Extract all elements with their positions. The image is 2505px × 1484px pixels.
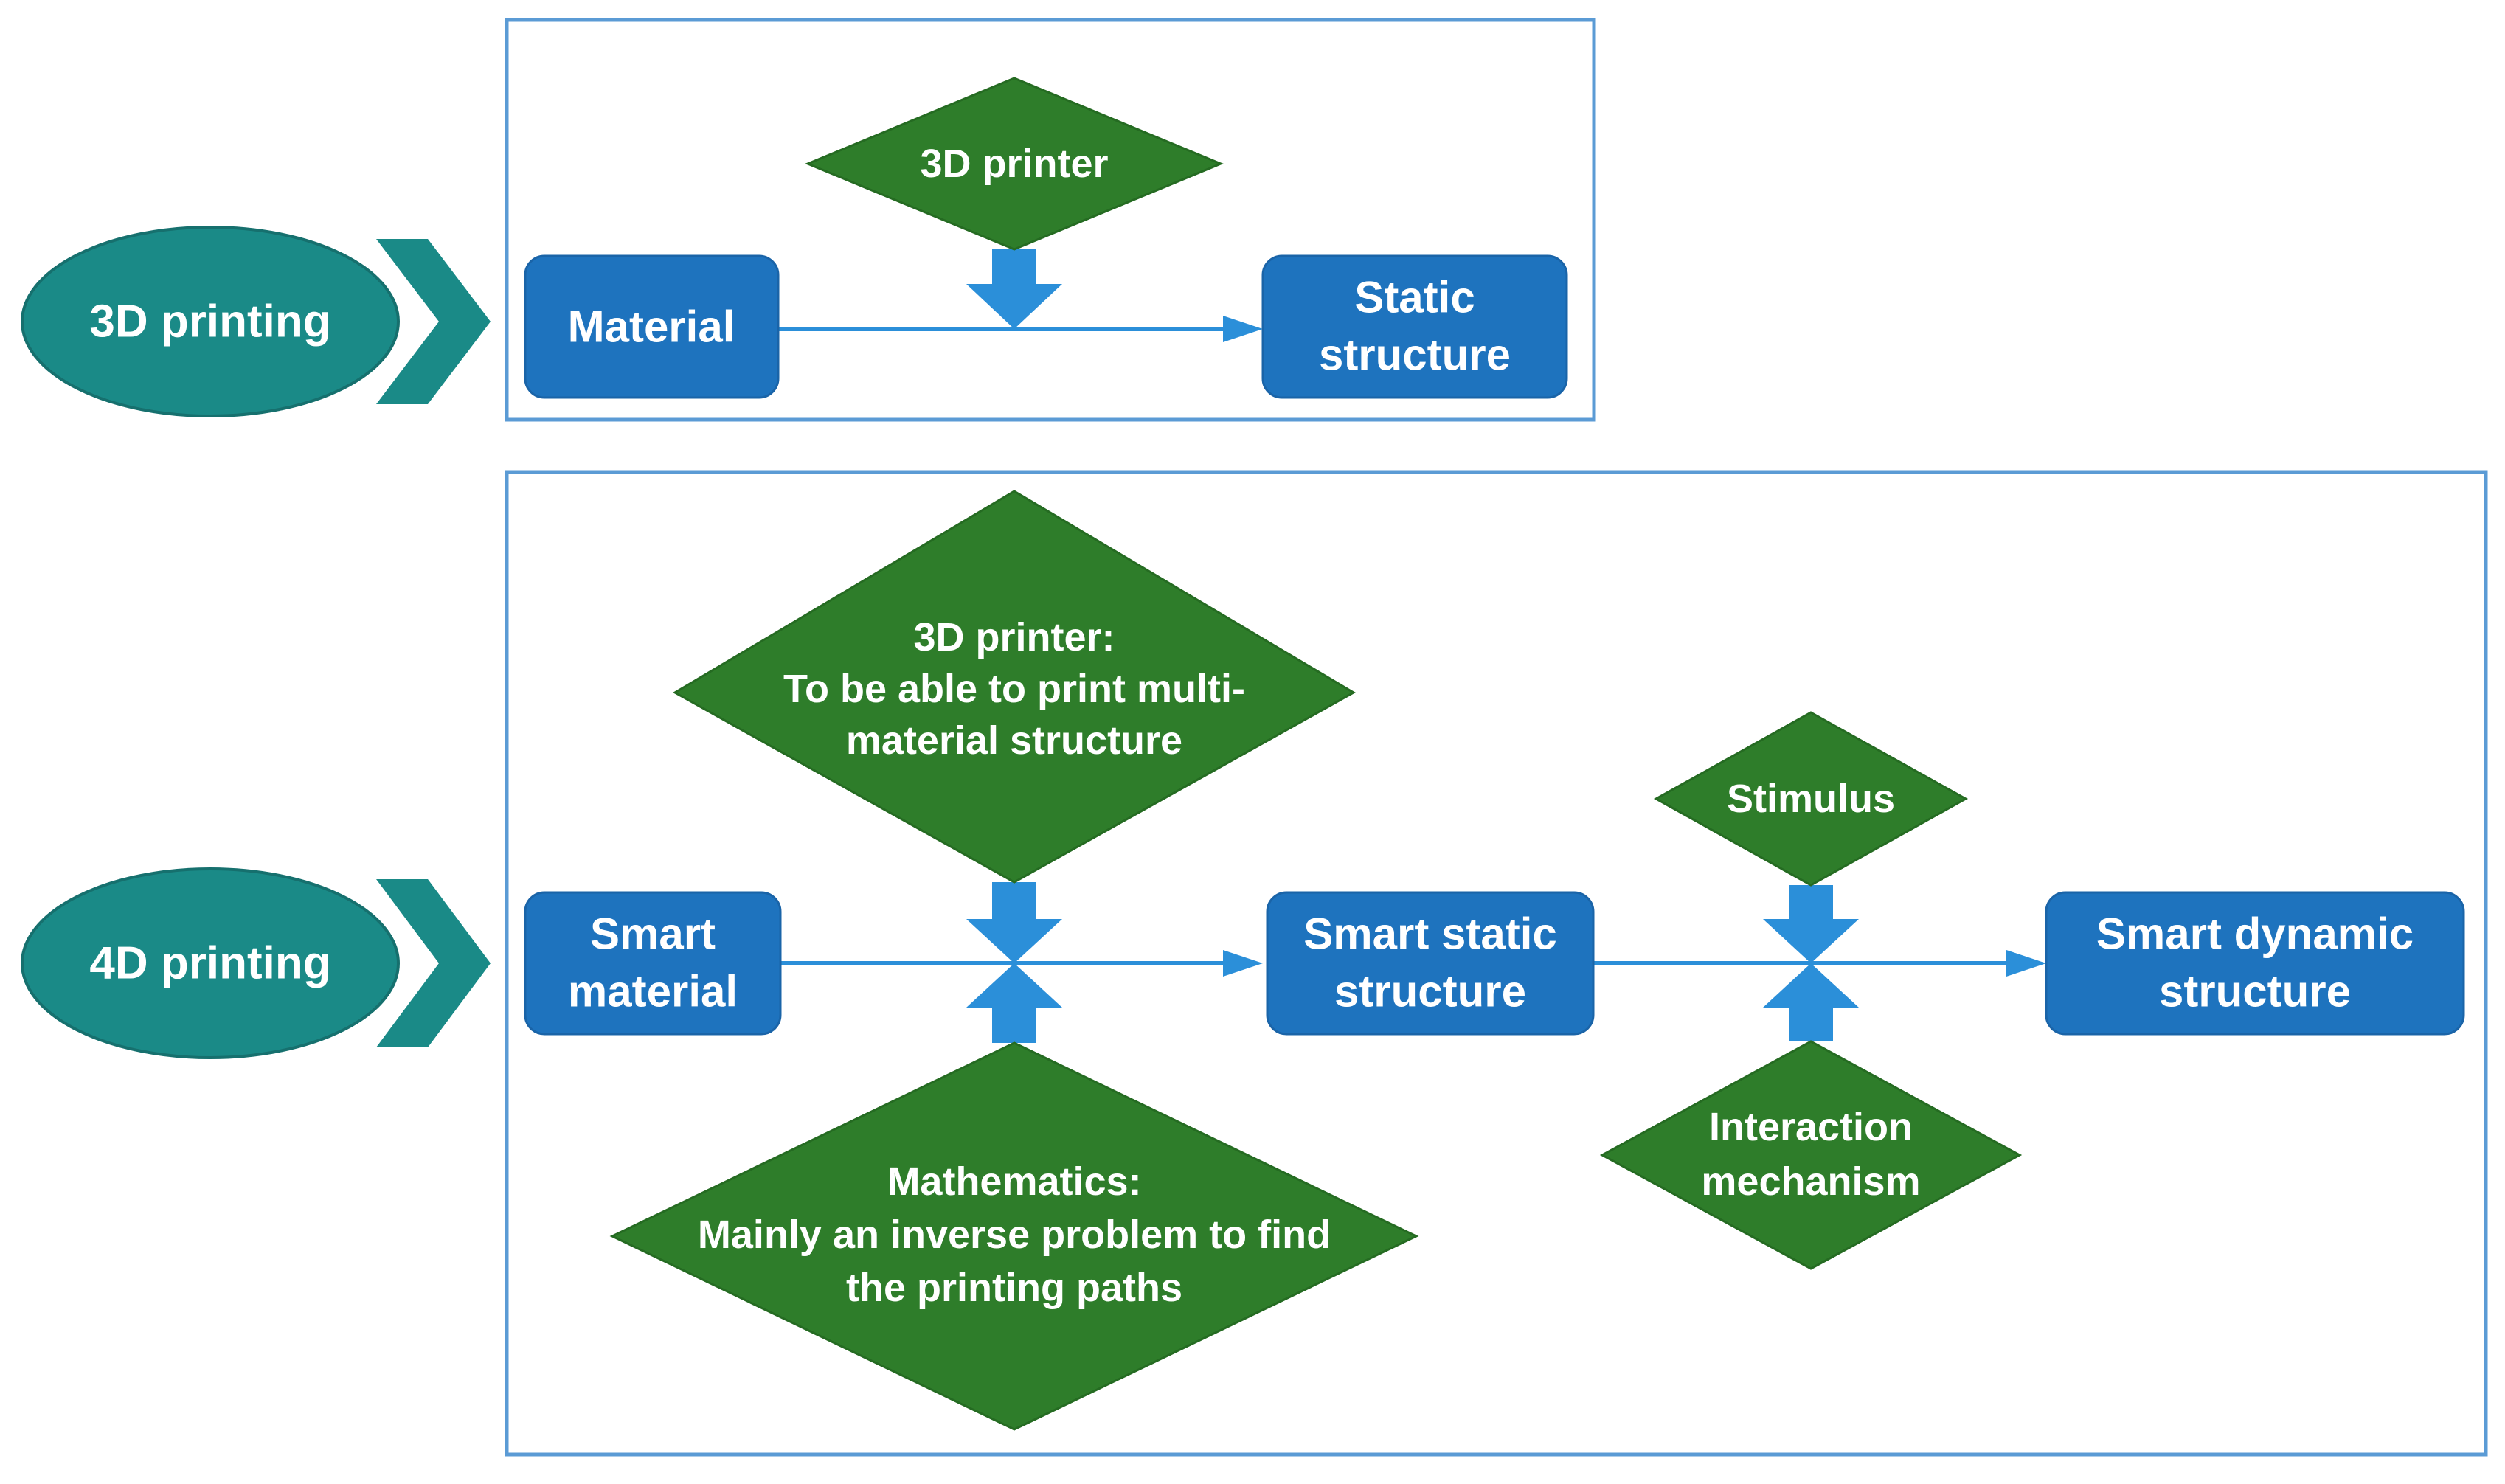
node-material-label: Material [568,302,735,352]
label-4d-printing: 4D printing [89,938,330,989]
node-smart-material-label-line-1: Smart [590,909,716,959]
arrowhead-to-smart-dynamic-icon [2006,950,2046,977]
arrowhead-to-static-icon [1223,316,1263,342]
printer-4d-down-arrow-icon [966,882,1062,963]
node-smart-dynamic-label-line-2: structure [2159,967,2351,1016]
node-smart-static-label-line-1: Smart static [1303,909,1556,959]
node-4d-3d-printer-label-line-1: 3D printer: [913,615,1115,659]
node-4d-3d-printer-label-line-3: material structure [846,718,1182,763]
label-3d-printing: 3D printing [89,297,330,347]
node-3d-printer-diamond [805,77,1224,251]
node-smart-static-structure [1266,891,1595,1036]
chevron-3d-icon [376,239,491,404]
node-interaction-mechanism-diamond [1599,1040,2023,1270]
node-smart-static-label-line-2: structure [1334,967,1526,1016]
node-4d-3d-printer-diamond [672,490,1357,884]
node-mathematics-label-line-3: the printing paths [846,1266,1182,1310]
node-stimulus-label: Stimulus [1727,777,1895,821]
mathematics-up-arrow-icon [966,963,1062,1043]
node-material [524,254,780,399]
label-3d-printing-ellipse [21,226,400,417]
label-4d-printing-ellipse [21,867,400,1059]
node-smart-dynamic-label-line-1: Smart dynamic [2096,909,2414,959]
node-mathematics-diamond [609,1041,1419,1431]
node-stimulus-diamond [1653,711,1969,887]
node-smart-material-label-line-2: material [568,967,738,1016]
node-4d-3d-printer-label-line-2: To be able to print multi- [783,667,1245,711]
printer-3d-down-arrow-icon [966,249,1062,329]
interaction-up-arrow-icon [1763,963,1859,1041]
node-interaction-label-line-2: mechanism [1701,1159,1920,1204]
node-static-structure-label-line-2: structure [1319,330,1511,380]
node-material-label-line: Material [568,302,735,352]
node-3d-printer-label: 3D printer [920,142,1108,186]
node-smart-dynamic-structure [2045,891,2465,1036]
chevron-4d-icon [376,879,491,1047]
node-static-structure [1261,254,1568,399]
node-interaction-label-line-1: Interaction [1709,1105,1913,1149]
stimulus-down-arrow-icon [1763,885,1859,963]
node-mathematics-label-line-2: Mainly an inverse problem to find [698,1213,1331,1257]
node-mathematics-label-line-1: Mathematics: [887,1159,1141,1204]
arrowhead-to-smart-static-icon [1223,950,1263,977]
node-static-structure-label-line-1: Static [1354,273,1475,322]
node-smart-material [524,891,782,1036]
